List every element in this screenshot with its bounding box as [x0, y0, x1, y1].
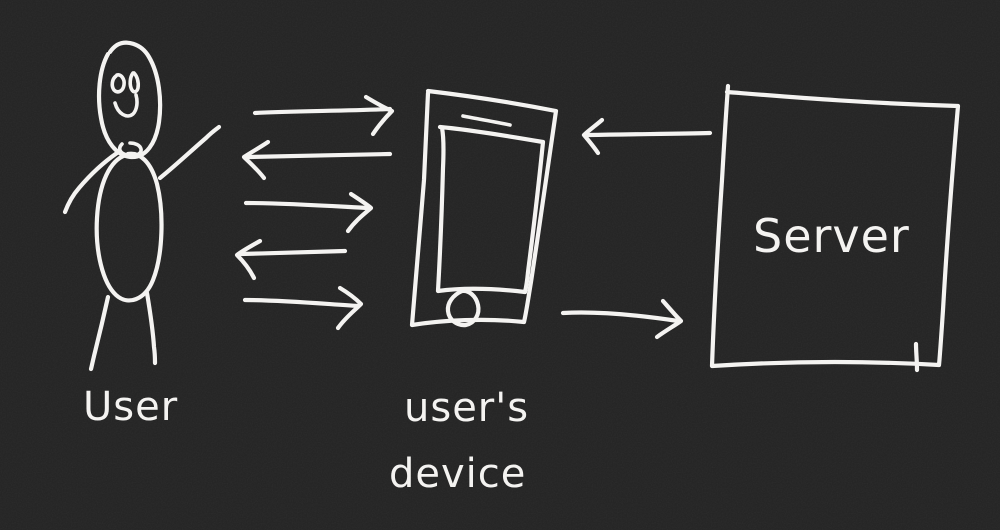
connector-server-device — [581, 117, 713, 156]
arrow-shaft — [246, 151, 393, 160]
arrow-shaft — [586, 130, 713, 138]
server-label: Server — [753, 209, 910, 263]
arrow-head-left-icon — [241, 139, 271, 181]
server-box-corner-tick — [913, 341, 920, 373]
user-smile-icon — [113, 93, 139, 118]
connector-device-server — [560, 298, 684, 340]
connector-user-device-2 — [243, 191, 374, 234]
phone-speaker-icon — [461, 114, 512, 127]
arrow-shaft — [252, 106, 393, 116]
device-label-line2: device — [389, 451, 526, 497]
user-right-eye-icon — [128, 71, 141, 94]
arrow-shaft — [242, 297, 361, 309]
arrow-head-right-icon — [345, 191, 374, 234]
connector-user-device-1 — [252, 94, 395, 137]
user-body — [94, 151, 164, 303]
user-label: User — [83, 384, 178, 430]
arrow-head-right-icon — [363, 94, 395, 137]
user-left-leg — [88, 294, 111, 372]
arrow-shaft — [237, 248, 348, 257]
arrow-shaft — [243, 200, 370, 211]
arrow-shaft — [560, 310, 681, 324]
connector-device-user-2 — [234, 238, 348, 281]
user-left-arm — [62, 150, 120, 215]
user-left-eye-icon — [110, 73, 126, 94]
user-head-icon — [96, 40, 163, 160]
user-right-leg — [144, 290, 158, 366]
connector-device-user-1 — [241, 139, 393, 181]
arrow-head-right-icon — [335, 285, 364, 331]
stick-figure-user — [62, 40, 222, 372]
user-right-arm — [157, 124, 222, 181]
phone-screen — [435, 124, 546, 295]
connector-user-device-3 — [242, 285, 364, 331]
device-label-line1: user's — [404, 385, 529, 431]
arrow-head-left-icon — [234, 238, 263, 281]
mobile-phone — [409, 88, 559, 328]
